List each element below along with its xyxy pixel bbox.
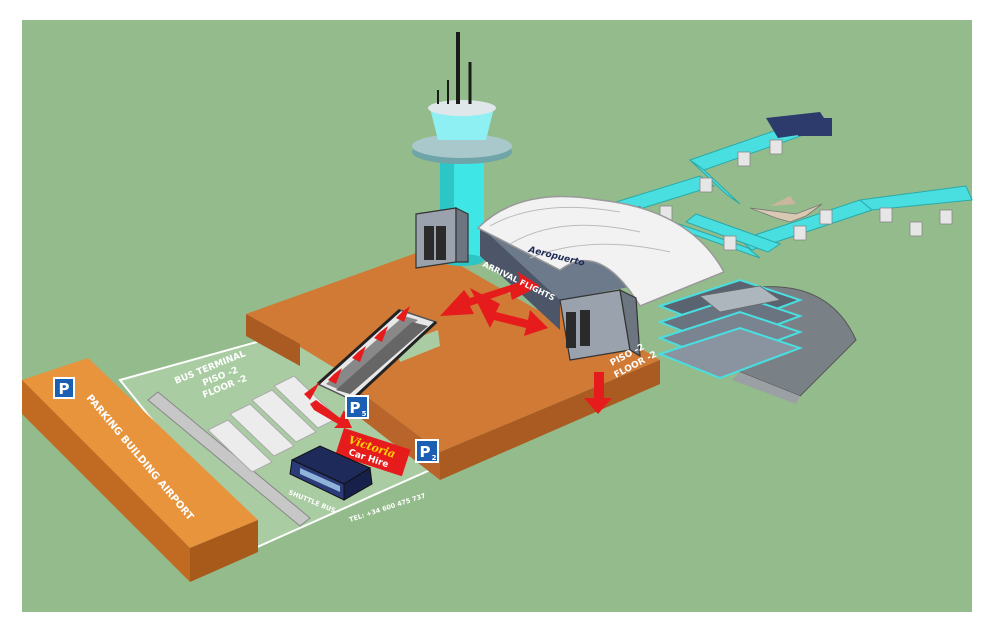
parking-sign-p2-letter: P <box>420 443 431 461</box>
parking-sign-p5: P 5 <box>345 395 369 419</box>
walkway-pillars <box>659 139 953 251</box>
lift-box-upper <box>415 207 469 269</box>
parking-sign-p: P <box>53 377 75 399</box>
parking-sign-p5-letter: P <box>350 399 361 417</box>
bus-lanes <box>147 375 339 527</box>
terminal-building: Aeropuerto <box>476 195 726 330</box>
parking-sign-p-letter: P <box>59 380 70 398</box>
parking-sign-p2-number: 2 <box>432 454 437 462</box>
shuttle-bus-icon <box>289 445 373 501</box>
platform-void <box>395 330 440 362</box>
parking-sign-p2: P 2 <box>415 439 439 463</box>
terminal-car-park <box>657 278 803 380</box>
parking-building <box>22 358 258 582</box>
lift-box-lower <box>559 288 641 361</box>
navy-blocks <box>766 112 832 138</box>
direction-arrows <box>304 272 612 428</box>
aircraft-icon <box>749 196 823 223</box>
escalator <box>316 308 438 402</box>
parking-sign-p5-number: 5 <box>362 410 367 418</box>
